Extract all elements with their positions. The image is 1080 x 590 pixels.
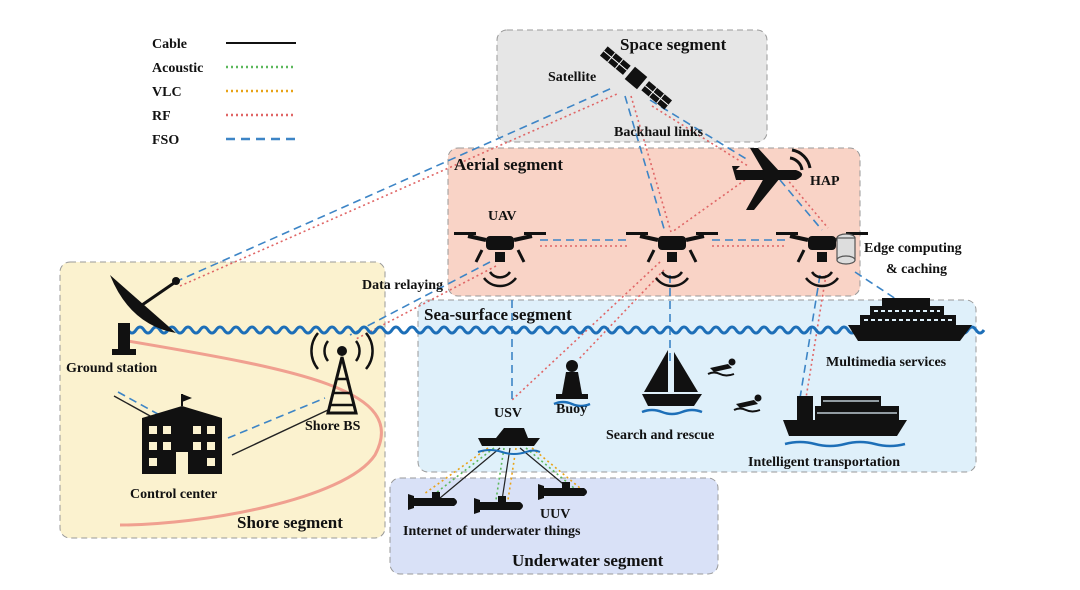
underwater-segment-box <box>389 477 719 575</box>
sailing-ship-icon <box>641 350 703 416</box>
drone-icon-1 <box>454 232 546 288</box>
usv-boat-icon <box>477 428 541 455</box>
sea-wave-line <box>118 325 986 335</box>
legend-label-vlc: VLC <box>152 85 182 100</box>
transport-label: Intelligent transportation <box>748 455 900 470</box>
legend-label-rf: RF <box>152 109 171 124</box>
airplane-icon <box>732 148 812 210</box>
underwater-segment-label: Underwater segment <box>512 551 664 570</box>
uuv-label: UUV <box>540 507 570 522</box>
search-rescue-label: Search and rescue <box>606 428 714 443</box>
legend-label-acoustic: Acoustic <box>152 61 203 76</box>
drone-icon-2 <box>626 232 718 288</box>
buoy-label: Buoy <box>556 402 587 417</box>
swimmer-icon-2 <box>733 394 762 413</box>
uav-label: UAV <box>488 209 517 224</box>
usv-label: USV <box>494 406 522 421</box>
cargo-ship-icon <box>783 396 907 448</box>
control-center-label: Control center <box>130 487 217 502</box>
hap-label: HAP <box>810 174 840 189</box>
satellite-label: Satellite <box>548 70 596 85</box>
satellite-dish-icon <box>110 275 180 355</box>
swimmer-icon-1 <box>707 358 736 377</box>
uuv-icon-2 <box>474 496 523 514</box>
buoy-icon <box>553 360 591 408</box>
edge-computing-label: Edge computing <box>864 241 962 256</box>
uuv-icon-3 <box>538 482 587 500</box>
backhaul-label: Backhaul links <box>614 125 704 140</box>
shore-bs-label: Shore BS <box>305 419 361 434</box>
shore-segment-box <box>59 261 386 539</box>
space-segment-label: Space segment <box>620 35 727 54</box>
satellite-icon <box>599 46 673 110</box>
iout-label: Internet of underwater things <box>403 524 581 539</box>
uuv-icon-1 <box>408 492 457 510</box>
shore-segment-label: Shore segment <box>237 513 343 532</box>
links <box>113 87 906 501</box>
aerial-segment-box <box>447 147 861 297</box>
aerial-segment-label: Aerial segment <box>454 155 563 174</box>
ground-station-label: Ground station <box>66 361 157 376</box>
building-icon <box>142 394 222 474</box>
cell-tower-icon <box>310 332 374 415</box>
shore-boundary-curve <box>119 338 383 527</box>
sea-surface-segment-label: Sea-surface segment <box>424 305 572 324</box>
edge-server-icon <box>836 233 856 265</box>
multimedia-label: Multimedia services <box>826 355 947 370</box>
data-relaying-label: Data relaying <box>362 278 443 293</box>
cruise-ship-icon <box>848 298 972 341</box>
legend-label-cable: Cable <box>152 37 187 52</box>
legend-label-fso: FSO <box>152 133 179 148</box>
edge-caching-label: & caching <box>886 262 947 277</box>
space-segment-box <box>496 29 768 143</box>
